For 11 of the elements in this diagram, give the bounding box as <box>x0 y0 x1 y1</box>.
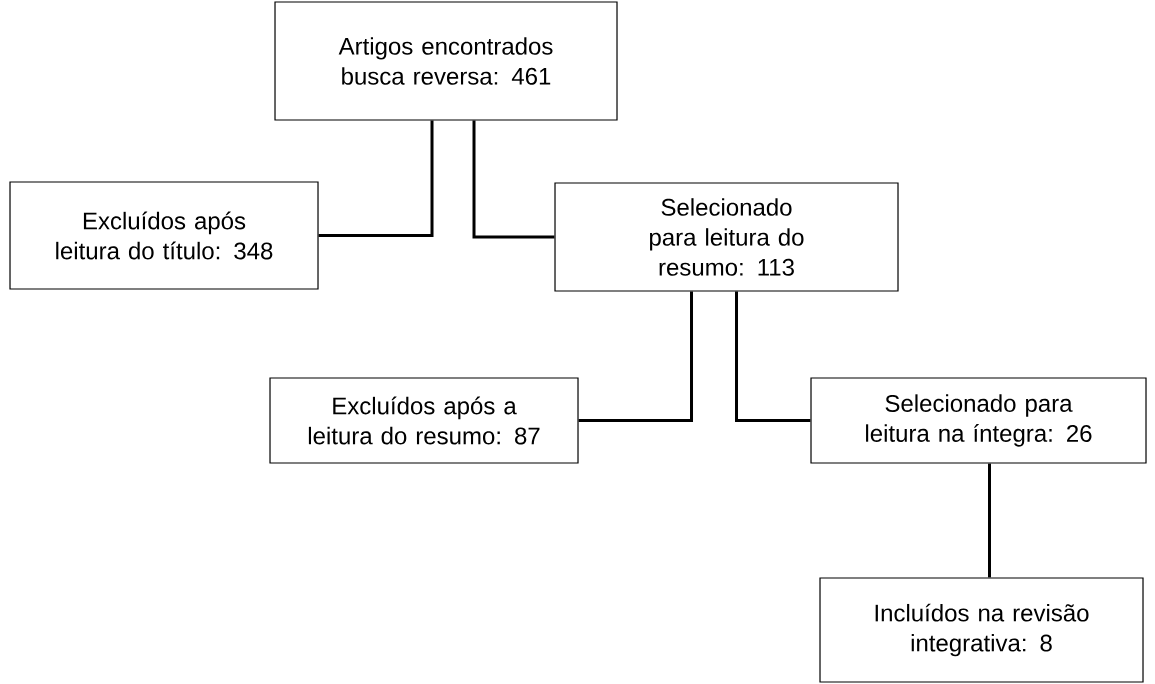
connector-line <box>318 120 434 237</box>
process-box: Incluídos na revisão integrativa: 8 <box>819 577 1144 683</box>
connector-line <box>472 120 555 239</box>
process-box: Selecionado para leitura do resumo: 113 <box>554 182 899 292</box>
process-box: Excluídos após a leitura do resumo: 87 <box>269 377 579 464</box>
connector-line <box>578 291 693 422</box>
connector-line <box>735 291 811 422</box>
process-box: Artigos encontrados busca reversa: 461 <box>274 1 618 121</box>
process-box: Selecionado para leitura na íntegra: 26 <box>810 377 1147 464</box>
connector-line <box>988 463 991 578</box>
process-box: Excluídos após leitura do título: 348 <box>9 181 319 290</box>
